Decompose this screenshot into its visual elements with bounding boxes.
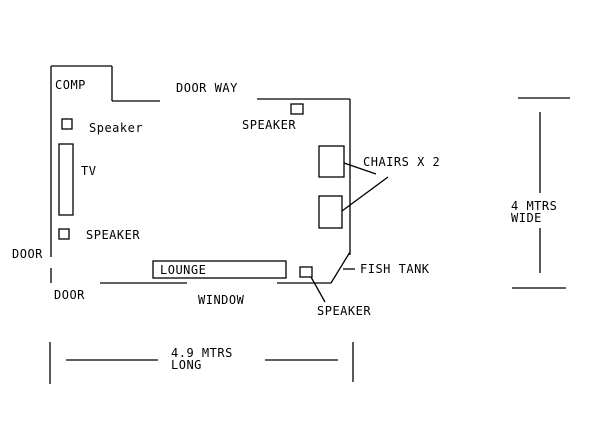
chair-2: [318, 195, 343, 229]
chairs-pointer-1: [343, 162, 377, 175]
door-bottom-label: DOOR: [54, 288, 85, 302]
lounge-label: LOUNGE: [160, 263, 206, 277]
speaker-bottom: [299, 266, 313, 278]
length-label-line1: 4.9 MTRS: [171, 346, 233, 360]
width-label-line1: 4 MTRS: [511, 199, 557, 213]
length-dimension: [49, 342, 354, 384]
chair-1: [318, 145, 345, 178]
fish-tank-diagonal: [330, 251, 351, 284]
speaker-bottom-label: SPEAKER: [317, 304, 371, 318]
lounge: [152, 260, 287, 279]
comp-label: COMP: [55, 78, 86, 92]
length-label-line2: LONG: [171, 358, 202, 372]
speaker-top-label: SPEAKER: [242, 118, 296, 132]
tv-unit: [58, 143, 74, 216]
chairs-label: CHAIRS X 2: [363, 155, 440, 169]
speaker-left-bottom-label: SPEAKER: [86, 228, 140, 242]
room-walls: [50, 65, 351, 284]
tv-label: TV: [81, 164, 96, 178]
speaker-top: [290, 103, 304, 115]
speaker-bottom-pointer: [310, 276, 326, 303]
speaker-left-top: [61, 118, 73, 130]
speaker-left-top-label: Speaker: [89, 121, 143, 135]
width-label-line2: WIDE: [511, 211, 542, 225]
fish-tank-label: FISH TANK: [360, 262, 430, 276]
window-label: WINDOW: [198, 293, 245, 307]
door-left-label: DOOR: [12, 247, 43, 261]
width-dimension: [512, 97, 570, 289]
door-way-label: DOOR WAY: [176, 81, 238, 95]
speaker-left-bottom: [58, 228, 70, 240]
chairs-pointer-2: [341, 176, 389, 212]
